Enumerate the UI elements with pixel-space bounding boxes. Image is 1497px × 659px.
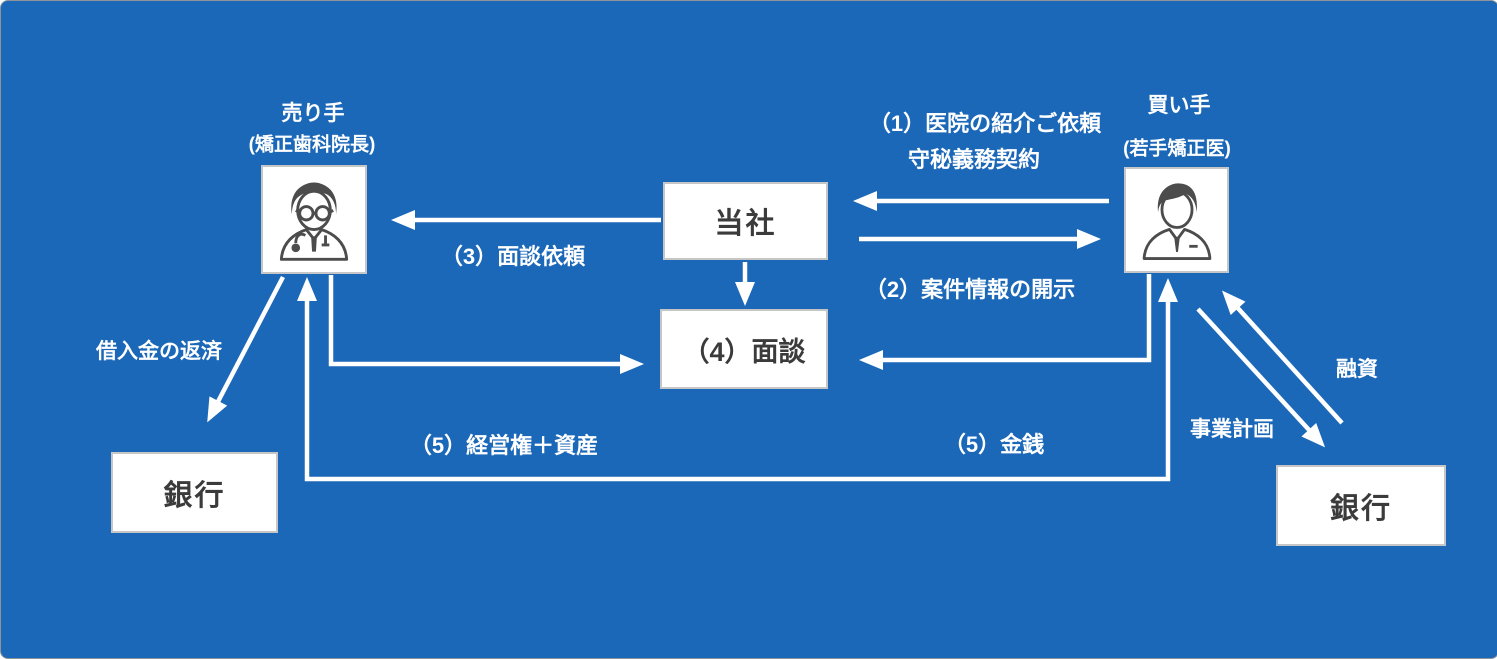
buyer-title: 買い手 <box>1147 94 1211 117</box>
arrow-loan-repayment-seller-to-bank <box>207 275 285 423</box>
bank-left-label: 銀行 <box>163 479 226 512</box>
company-label: 当社 <box>714 208 777 240</box>
flow-label-business-plan: 事業計画 <box>1190 418 1274 441</box>
seller-title: 売り手 <box>281 102 345 125</box>
bank-right-label: 銀行 <box>1329 492 1392 525</box>
flow-label-step1-line1: （1）医院の紹介ご依頼 <box>868 111 1102 136</box>
doctor-icon <box>279 182 349 261</box>
seller-avatar <box>261 165 367 274</box>
arrow-step5-exchange <box>297 277 1178 482</box>
buyer-avatar <box>1124 167 1229 273</box>
flow-label-step5-assets: （5）経営権＋資産 <box>409 433 599 458</box>
arrow-seller-to-meeting <box>328 275 644 374</box>
businessman-icon <box>1142 183 1211 260</box>
arrow-buyer-to-meeting <box>859 274 1152 370</box>
meeting-label: （4）面談 <box>682 336 806 367</box>
flow-label-step3: （3）面談依頼 <box>440 244 586 269</box>
flow-label-step2: （2）案件情報の開示 <box>864 277 1076 302</box>
arrow-financing-bank-to-buyer <box>1221 290 1344 425</box>
flow-label-step5-money: （5）金銭 <box>943 432 1045 457</box>
meeting-node: （4）面談 <box>660 309 828 389</box>
bank-right-node: 銀行 <box>1276 465 1446 546</box>
seller-subtitle: (矯正歯科院長) <box>248 134 376 156</box>
company-node: 当社 <box>663 182 828 260</box>
flow-label-financing: 融資 <box>1336 358 1378 381</box>
arrow-business-plan-buyer-to-bank <box>1196 307 1326 448</box>
bank-left-node: 銀行 <box>111 452 278 533</box>
flow-label-loan-repayment: 借入金の返済 <box>96 340 222 363</box>
flow-label-step1-line2: 守秘義務契約 <box>907 147 1041 172</box>
buyer-subtitle: (若手矯正医) <box>1123 138 1231 160</box>
